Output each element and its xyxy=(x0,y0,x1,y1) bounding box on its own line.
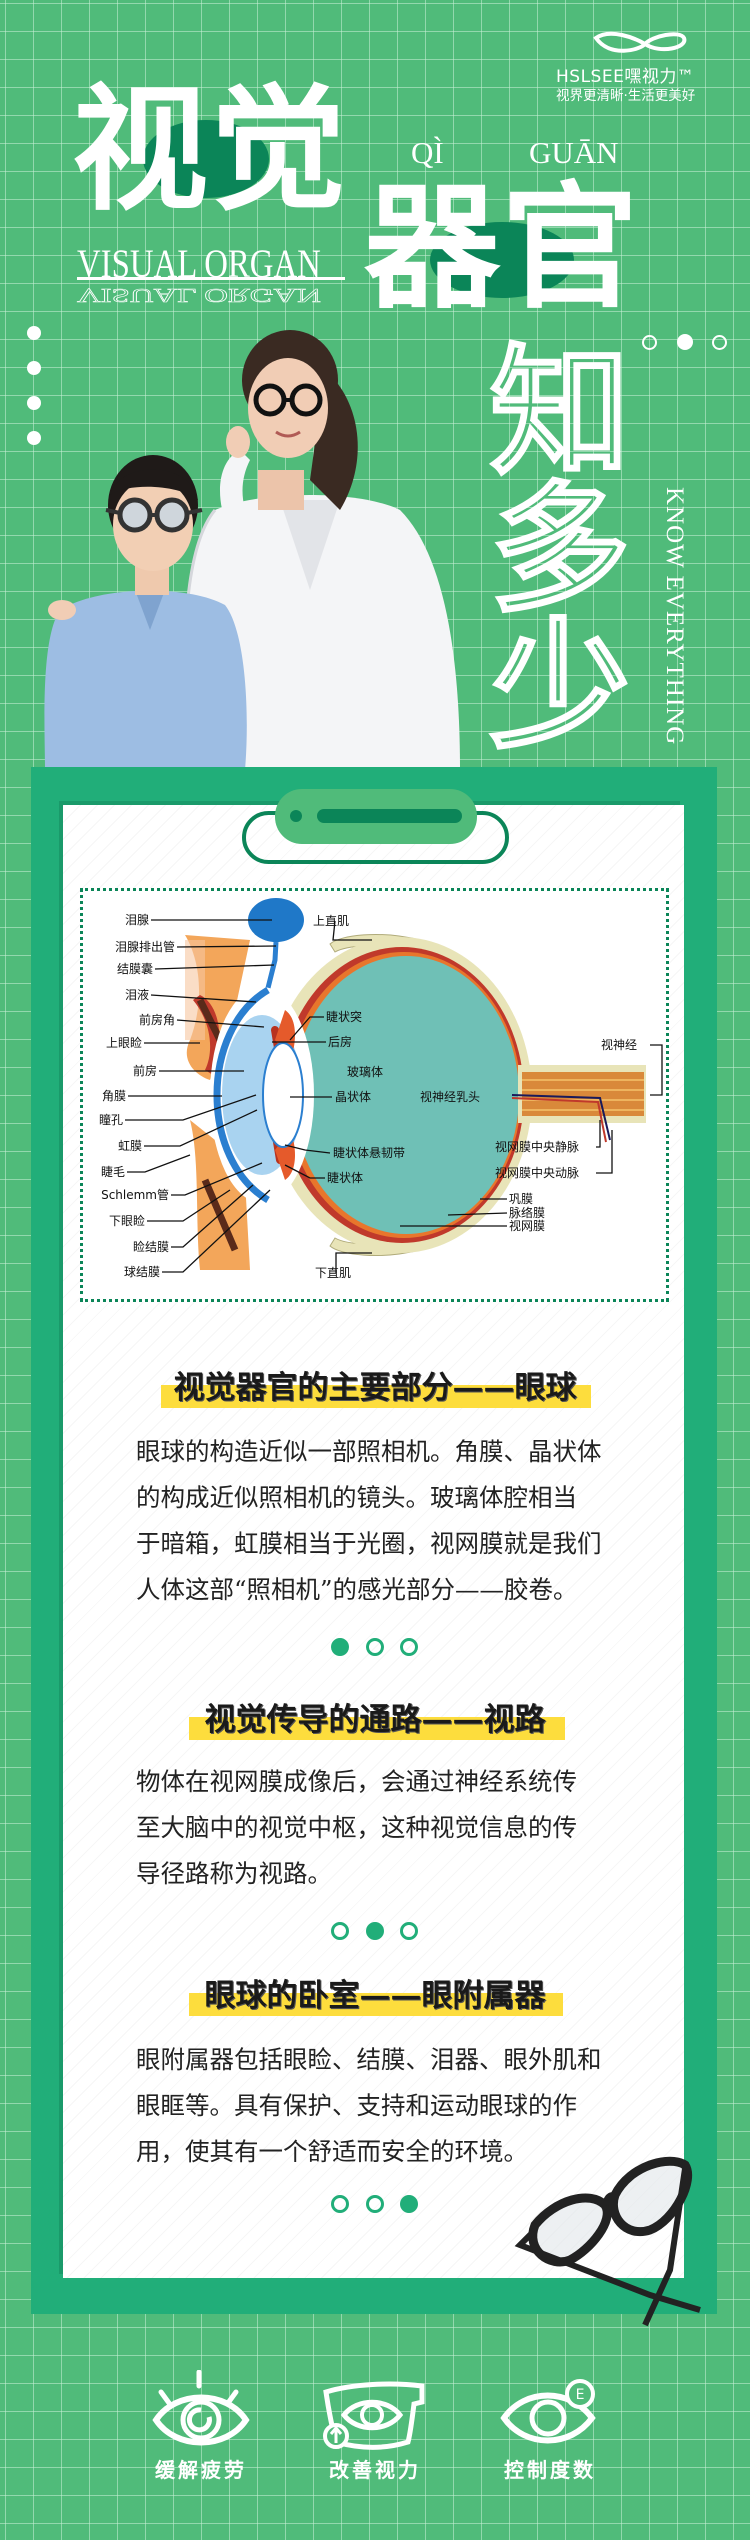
page-indicator-dot xyxy=(331,1638,349,1656)
page-indicator-dot xyxy=(366,1922,384,1940)
hero-title-line1: 视觉 xyxy=(72,70,348,230)
page-indicator-dot xyxy=(331,2195,349,2213)
section-title-text: 眼球的卧室——眼附属器 xyxy=(204,1978,546,2014)
label-eyelash: 睫毛 xyxy=(101,1165,125,1179)
title-backdrop-blob xyxy=(430,222,574,298)
decor-dot xyxy=(27,431,41,445)
hero-english-reflection: VISUAL ORGAN xyxy=(77,284,322,307)
label-tear-fluid: 泪液 xyxy=(125,987,149,1002)
feature-label: 改善视力 xyxy=(329,2458,421,2482)
doctor-figure xyxy=(182,330,460,770)
label-optic-nerve: 视神经 xyxy=(601,1037,637,1052)
section-title-text: 视觉器官的主要部分——眼球 xyxy=(173,1370,577,1406)
page-indicator-dot xyxy=(331,1922,349,1940)
feature-label: 缓解疲劳 xyxy=(155,2458,247,2482)
decor-dot xyxy=(27,361,41,375)
label-superior-rectus: 上直肌 xyxy=(313,914,349,928)
label-lower-eyelid: 下眼睑 xyxy=(109,1214,145,1228)
section-title-text: 视觉传导的通路——视路 xyxy=(204,1702,546,1738)
label-lacrimal-duct: 泪腺排出管 xyxy=(115,939,175,954)
e-chart-letter: E xyxy=(576,2387,585,2403)
label-anterior-chamber: 前房 xyxy=(133,1063,157,1078)
label-bulbar-conjunctiva: 球结膜 xyxy=(124,1265,160,1279)
section-title: 视觉传导的通路——视路 xyxy=(0,1694,750,1739)
body-line: 眼附属器包括眼睑、结膜、泪器、眼外肌和 xyxy=(136,2045,602,2074)
label-sclera: 巩膜 xyxy=(509,1192,533,1206)
label-central-retinal-artery: 视网膜中央动脉 xyxy=(495,1165,579,1180)
brand-slogan: 视界更清晰·生活更美好 xyxy=(556,88,696,104)
section-body: 眼附属器包括眼睑、结膜、泪器、眼外肌和 眼眶等。具有保护、支持和运动眼球的作 用… xyxy=(136,2037,616,2175)
eye-chart-e-icon: E xyxy=(500,2379,596,2444)
label-schlemm-canal: Schlemm管 xyxy=(101,1187,169,1202)
label-vitreous-body: 玻璃体 xyxy=(347,1065,383,1079)
label-zonule: 睫状体悬韧带 xyxy=(333,1146,405,1160)
label-retina: 视网膜 xyxy=(509,1218,545,1233)
section-title: 视觉器官的主要部分——眼球 xyxy=(0,1362,750,1407)
hero-title-line2: 器官 xyxy=(364,168,640,328)
label-anterior-chamber-angle: 前房角 xyxy=(139,1012,175,1027)
feature-label: 控制度数 xyxy=(504,2458,596,2482)
section-title: 眼球的卧室——眼附属器 xyxy=(0,1970,750,2015)
body-line: 至大脑中的视觉中枢，这种视觉信息的传 xyxy=(136,1813,577,1842)
eye-relief-icon xyxy=(152,2370,250,2446)
pinyin-qi: QÌ xyxy=(411,135,444,170)
label-palpebral-conjunctiva: 睑结膜 xyxy=(133,1240,169,1254)
body-line: 导径路称为视路。 xyxy=(136,1859,332,1888)
clipboard-clip-icon xyxy=(242,789,509,864)
brand-name: HSLSEE嘿视力™ xyxy=(556,67,695,87)
brand-logo-icon xyxy=(593,31,687,53)
body-line: 眼球的构造近似一部照相机。角膜、晶状体 xyxy=(136,1437,602,1466)
child-figure xyxy=(44,455,247,770)
decor-dot xyxy=(27,396,41,410)
page-indicator-dot xyxy=(400,2195,418,2213)
body-line: 眼眶等。具有保护、支持和运动眼球的作 xyxy=(136,2091,577,2120)
page-indicator-dot xyxy=(400,1638,418,1656)
title-highlight xyxy=(161,1385,591,1408)
decor-dot xyxy=(27,326,41,340)
subtitle-char: 知 xyxy=(489,331,632,495)
label-central-retinal-vein: 视网膜中央静脉 xyxy=(495,1139,579,1154)
subtitle-char: 少 xyxy=(489,605,632,769)
body-line: 于暗箱，虹膜相当于光圈，视网膜就是我们 xyxy=(136,1529,602,1558)
label-cornea: 角膜 xyxy=(102,1089,126,1103)
label-optic-disc: 视神经乳头 xyxy=(420,1089,480,1104)
pinyin-guan: GUĀN xyxy=(529,135,619,170)
doctor-and-child-photo xyxy=(44,330,460,770)
page-indicator-dot xyxy=(366,2195,384,2213)
title-backdrop-blob xyxy=(143,120,269,198)
decor-dot xyxy=(677,334,693,350)
label-ciliary-process: 睫状突 xyxy=(326,1009,362,1024)
body-line: 人体这部“照相机”的感光部分——胶卷。 xyxy=(136,1575,578,1604)
label-upper-eyelid: 上眼睑 xyxy=(106,1036,142,1050)
section-body: 眼球的构造近似一部照相机。角膜、晶状体 的构成近似照相机的镜头。玻璃体腔相当 于… xyxy=(136,1429,616,1613)
eye-anatomy-diagram: 泪腺 泪腺排出管 结膜囊 泪液 前房角 上眼睑 前房 角膜 瞳孔 虹膜 睫毛 S… xyxy=(99,898,663,1280)
label-lens: 晶状体 xyxy=(335,1090,371,1104)
label-inferior-rectus: 下直肌 xyxy=(315,1266,351,1280)
label-lacrimal-gland: 泪腺 xyxy=(125,913,149,927)
subtitle-char: 多 xyxy=(489,468,632,632)
eyeglasses-icon xyxy=(514,2156,701,2327)
title-highlight xyxy=(189,1717,565,1740)
label-choroid: 脉络膜 xyxy=(509,1205,545,1220)
decor-dot xyxy=(712,335,727,350)
label-conjunctival-sac: 结膜囊 xyxy=(117,961,153,976)
page-indicator-dot xyxy=(400,1922,418,1940)
subtitle-english: KNOW EVERYTHING xyxy=(661,487,688,746)
label-ciliary-body: 睫状体 xyxy=(327,1171,363,1185)
decor-dot xyxy=(642,335,657,350)
label-iris: 虹膜 xyxy=(118,1139,142,1153)
eye-glasses-improve-icon xyxy=(323,2381,425,2450)
divider xyxy=(77,277,345,280)
body-line: 的构成近似照相机的镜头。玻璃体腔相当 xyxy=(136,1483,577,1512)
title-highlight xyxy=(189,1993,563,2016)
section-body: 物体在视网膜成像后，会通过神经系统传 至大脑中的视觉中枢，这种视觉信息的传 导径… xyxy=(136,1759,616,1897)
page-indicator-dot xyxy=(366,1638,384,1656)
label-pupil: 瞳孔 xyxy=(99,1112,123,1127)
body-line: 物体在视网膜成像后，会通过神经系统传 xyxy=(136,1767,577,1796)
body-line: 用，使其有一个舒适而安全的环境。 xyxy=(136,2137,528,2166)
label-posterior-chamber: 后房 xyxy=(328,1034,352,1049)
